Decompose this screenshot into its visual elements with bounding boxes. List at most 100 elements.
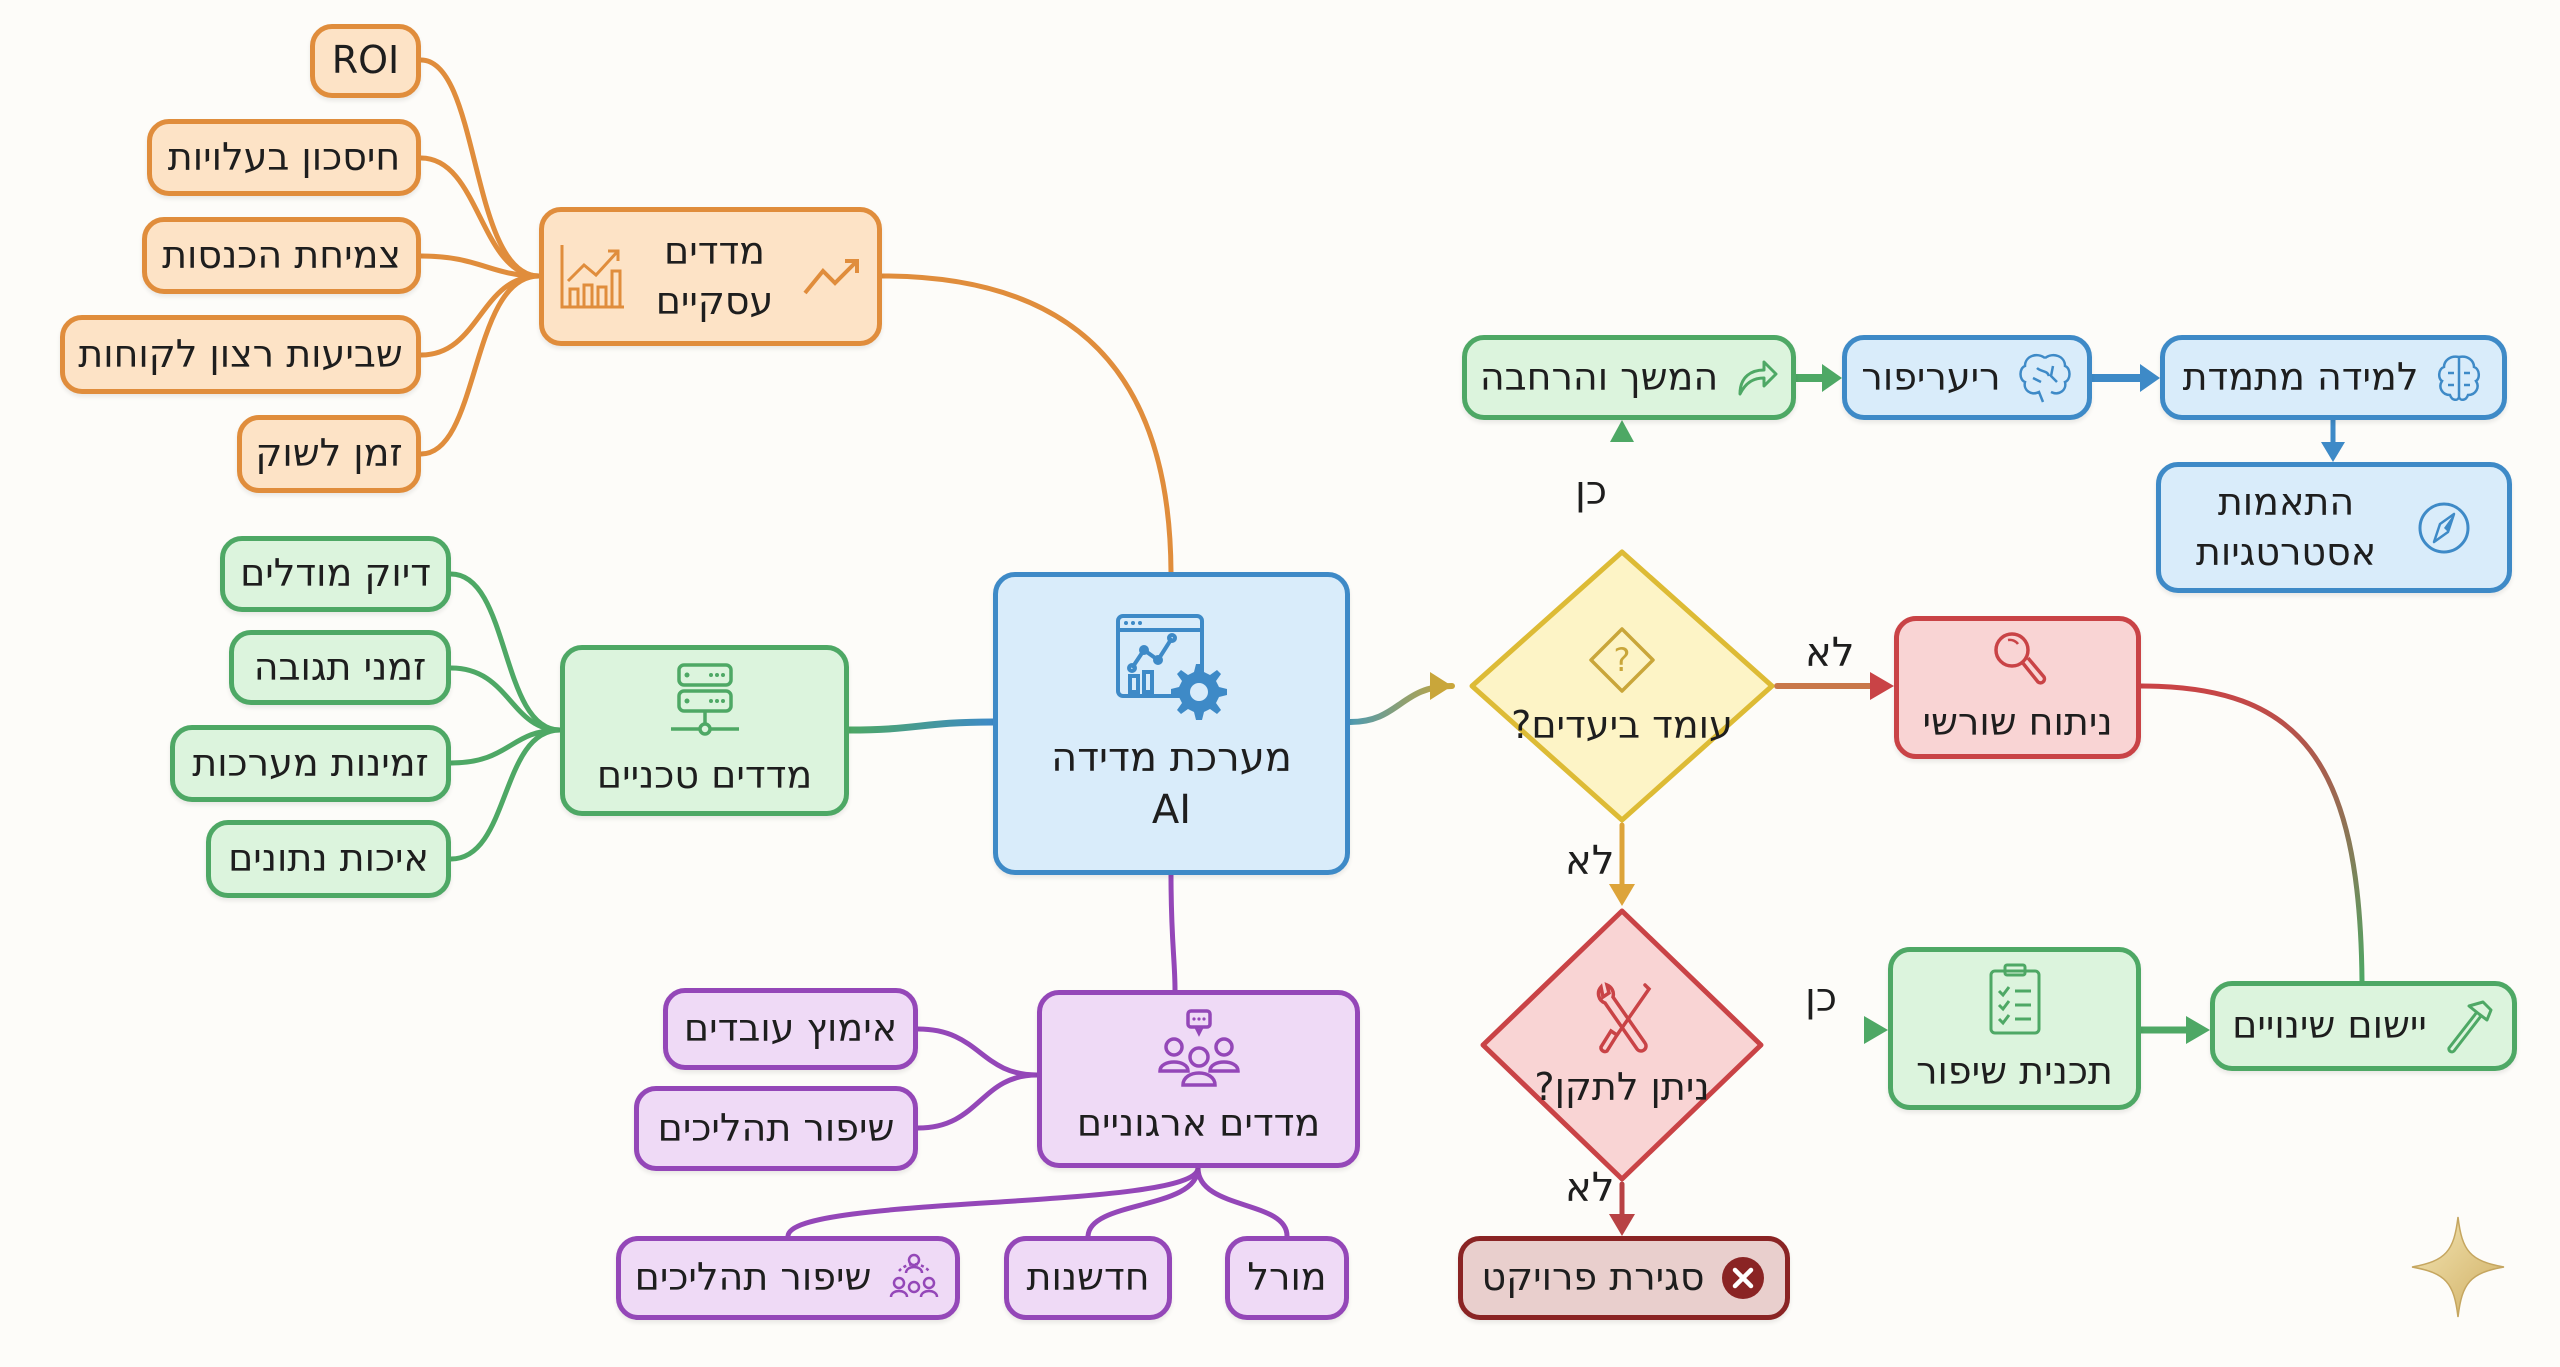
edge-label-no-right: לא: [1805, 630, 1855, 676]
technical-branches: [448, 571, 563, 862]
bar-chart-growth-icon: [556, 241, 628, 313]
node-label: זמן לשוק: [255, 431, 403, 476]
central-title-line-1: מערכת מדידה: [1051, 734, 1292, 781]
node-label: סגירת פרויקט: [1481, 1255, 1705, 1300]
question-diamond-icon: ?: [1587, 625, 1657, 695]
business-child-cost-savings[interactable]: חיסכון בעלויות: [147, 119, 421, 196]
refactor-node[interactable]: ריעריפור: [1842, 335, 2092, 420]
business-metrics-node[interactable]: מדדים עסקיים: [539, 207, 882, 346]
improvement-plan-node[interactable]: תכנית שיפור: [1888, 947, 2141, 1110]
business-child-time-to-market[interactable]: זמן לשוק: [237, 415, 421, 493]
node-label: תכנית שיפור: [1916, 1048, 2113, 1093]
hammer-icon: [2443, 998, 2495, 1054]
central-title-line-2: AI: [1151, 786, 1192, 833]
org-branches: [785, 872, 1290, 1239]
node-label: ניתוח שורשי: [1922, 699, 2113, 744]
arrowhead: [1870, 672, 1894, 700]
compass-icon: [2416, 500, 2472, 556]
edge-label-no-down: לא: [1565, 838, 1615, 884]
brain-icon: [2017, 352, 2073, 404]
business-child-roi[interactable]: ROI: [310, 24, 421, 98]
node-label: ריעריפור: [1861, 354, 2001, 399]
org-metrics-node[interactable]: מדדים ארגוניים: [1037, 990, 1360, 1168]
diamond-shape: [1480, 908, 1764, 1182]
strategic-adjustments-node[interactable]: התאמות אסטרטגיות: [2156, 462, 2512, 593]
arrowhead: [2321, 442, 2345, 462]
svg-text:?: ?: [1614, 641, 1631, 679]
node-label: שיפור תהליכים: [634, 1255, 872, 1300]
strategy-line-2: אסטרטגיות: [2195, 529, 2377, 574]
technical-child-system-availability[interactable]: זמינות מערכות: [170, 725, 451, 802]
org-title: מדדים ארגוניים: [1076, 1101, 1321, 1146]
arrowhead: [1609, 1214, 1635, 1236]
root-cause-node[interactable]: ניתוח שורשי: [1894, 616, 2141, 759]
decision-content: ניתן לתקן?: [1478, 906, 1766, 1184]
technical-title: מדדים טכניים: [596, 752, 813, 797]
diamond-shape: [1469, 549, 1775, 823]
business-child-customer-satisfaction[interactable]: שביעות רצון לקוחות: [60, 315, 421, 394]
technical-child-model-accuracy[interactable]: דיוק מודלים: [220, 536, 451, 612]
edge-label-yes-up: כן: [1575, 468, 1608, 514]
brain-icon: [2434, 353, 2484, 403]
forward-arrow-icon: [1734, 358, 1778, 398]
node-label: שיפור תהליכים: [657, 1105, 895, 1150]
wrench-screwdriver-icon: [1587, 981, 1657, 1057]
node-label: אימוץ עובדים: [683, 1006, 898, 1051]
decision-can-fix[interactable]: ניתן לתקן?: [1478, 906, 1766, 1184]
org-child-process-improvement[interactable]: שיפור תהליכים: [634, 1086, 918, 1171]
business-title: מדדים עסקיים: [656, 227, 774, 326]
decision-label: ניתן לתקן?: [1534, 1065, 1710, 1109]
arrowhead: [1430, 672, 1452, 700]
arrowhead: [1609, 884, 1635, 906]
title-line-1: מדדים: [663, 229, 765, 274]
node-label: למידה מתמדת: [2182, 354, 2419, 399]
arrowhead: [1822, 364, 1842, 392]
decision-meets-goals[interactable]: ? עומד ביעדים?: [1467, 547, 1777, 825]
business-branches: [418, 57, 1174, 575]
continue-expand-node[interactable]: המשך והרחבה: [1462, 335, 1796, 420]
node-label: חדשנות: [1026, 1255, 1150, 1300]
org-child-morale[interactable]: מורל: [1225, 1236, 1349, 1320]
arrowhead: [1610, 420, 1634, 442]
arrowhead: [2186, 1016, 2210, 1044]
checklist-icon: [1987, 961, 2043, 1037]
node-label: צמיחת הכנסות: [162, 232, 401, 277]
title-line-2: עסקיים: [655, 278, 774, 323]
org-child-employee-adoption[interactable]: אימוץ עובדים: [663, 988, 918, 1070]
arrowhead: [2140, 364, 2160, 392]
sparkle-icon: [2411, 1216, 2505, 1318]
technical-child-response-times[interactable]: זמני תגובה: [229, 630, 451, 705]
people-network-icon: [887, 1251, 941, 1305]
org-child-innovation[interactable]: חדשנות: [1004, 1236, 1172, 1320]
team-chat-icon: [1154, 1009, 1244, 1089]
node-label: המשך והרחבה: [1479, 354, 1719, 399]
central-node[interactable]: מערכת מדידה AI: [993, 572, 1350, 875]
close-project-node[interactable]: סגירת פרויקט: [1458, 1236, 1790, 1320]
node-label: זמינות מערכות: [192, 740, 429, 785]
node-label: זמני תגובה: [253, 644, 427, 689]
arrowhead: [1864, 1016, 1888, 1044]
strategy-line-1: התאמות: [2217, 480, 2355, 525]
edge-label-no-down-2: לא: [1565, 1165, 1615, 1211]
decision-content: ? עומד ביעדים?: [1467, 547, 1777, 825]
close-circle-icon: [1720, 1255, 1766, 1301]
analytics-gear-icon: [1112, 612, 1232, 722]
implement-changes-node[interactable]: יישום שינויים: [2210, 981, 2517, 1071]
decision-label: עומד ביעדים?: [1511, 703, 1733, 747]
central-title: מערכת מדידה AI: [1051, 732, 1292, 836]
magnifier-icon: [1988, 628, 2048, 688]
server-icon: [665, 661, 745, 741]
node-label: יישום שינויים: [2232, 1003, 2427, 1048]
strategy-title: התאמות אסטרטגיות: [2196, 478, 2376, 577]
node-label: ROI: [331, 38, 400, 83]
trend-up-icon: [801, 255, 865, 299]
node-label: דיוק מודלים: [240, 551, 431, 596]
node-label: שביעות רצון לקוחות: [78, 331, 403, 376]
continuous-learning-node[interactable]: למידה מתמדת: [2160, 335, 2507, 420]
technical-child-data-quality[interactable]: איכות נתונים: [206, 820, 451, 898]
technical-metrics-node[interactable]: מדדים טכניים: [560, 645, 849, 816]
edge-label-yes-right: כן: [1805, 975, 1838, 1021]
org-child-process-improvement-2[interactable]: שיפור תהליכים: [616, 1236, 960, 1320]
node-label: איכות נתונים: [228, 836, 429, 881]
business-child-revenue-growth[interactable]: צמיחת הכנסות: [142, 217, 421, 294]
